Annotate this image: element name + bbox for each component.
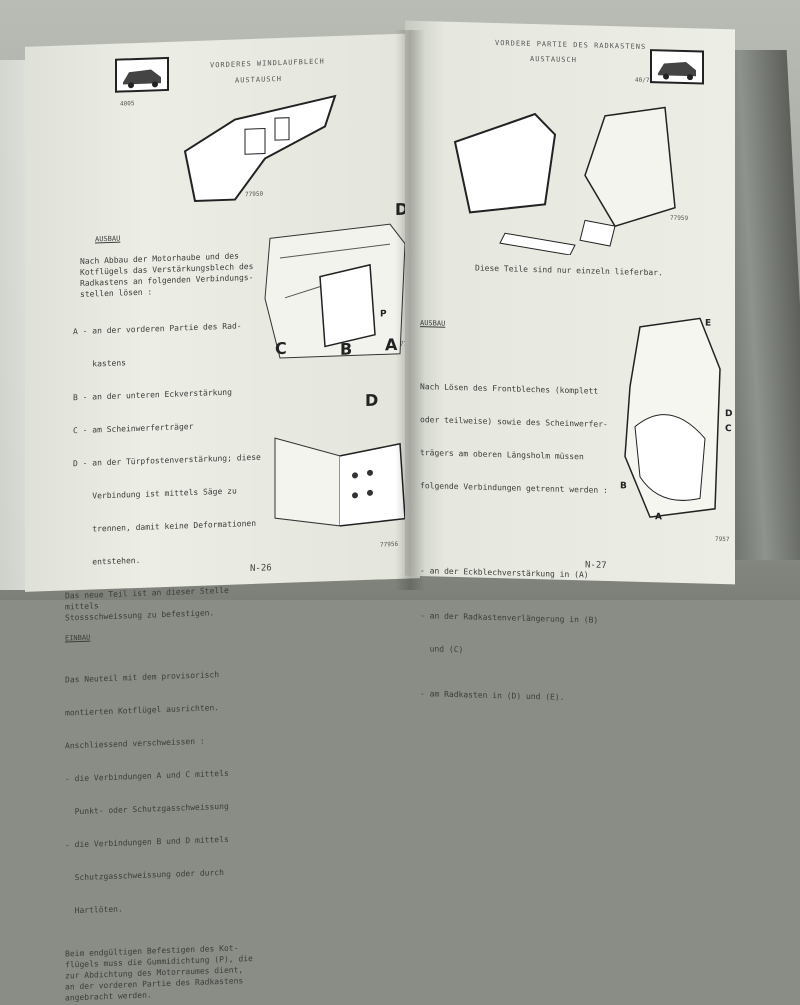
list-item: trennen, damit keine Deformationen	[73, 518, 257, 535]
figure-number: 77959	[670, 214, 689, 223]
text-line: Nach Lösen des Frontbleches (komplett	[420, 382, 599, 396]
section-heading: EINBAU	[65, 633, 91, 643]
list-item: A - an der vorderen Partie des Rad-	[73, 321, 242, 337]
right-page: VORDERE PARTIE DES RADKASTENS AUSTAUSCH …	[405, 20, 735, 702]
callout-p: P	[380, 309, 387, 320]
header-title: VORDERE PARTIE DES RADKASTENS	[495, 39, 647, 51]
callout-d: D	[725, 409, 733, 420]
text-line: trägers am oberen Längsholm müssen	[420, 448, 584, 462]
text-line: - die Verbindungen A und C mittels	[65, 768, 229, 784]
removal-intro: Nach Abbau der Motorhaube und des Kotflü…	[80, 250, 265, 300]
removal-list: - an der Eckblechverstärkung in (A) - an…	[420, 543, 605, 726]
list-item: entstehen.	[73, 555, 141, 568]
car-icon	[115, 56, 169, 93]
book-spine-shadow	[395, 30, 425, 590]
text-line: Anschliessend verschweissen :	[65, 736, 205, 751]
list-item: - an der Radkastenverlängerung in (B)	[420, 611, 599, 625]
wheelhouse-parts-drawing	[453, 106, 676, 256]
text-line: oder teilweise) sowie des Scheinwerfer-	[420, 415, 608, 429]
removal-section: AUSBAU Nach Abbau der Motorhaube und des…	[65, 229, 265, 1004]
callout-b: B	[620, 481, 627, 492]
list-item: - am Radkasten in (D) und (E).	[420, 689, 565, 702]
left-page: 4005 VORDERES WINDLAUFBLECH AUSTAUSCH 77…	[25, 33, 420, 1003]
text-line: montierten Kotflügel ausrichten.	[65, 703, 220, 718]
removal-list: A - an der vorderen Partie des Rad- kast…	[73, 298, 265, 591]
parts-note: Diese Teile sind nur einzeln lieferbar.	[475, 263, 663, 278]
callout-e: E	[705, 318, 712, 329]
text-line: folgende Verbindungen getrennt werden :	[420, 481, 608, 495]
welding-detail-drawing	[274, 437, 406, 527]
removal-section: AUSBAU Nach Lösen des Frontbleches (komp…	[420, 296, 608, 748]
fender-panel-drawing	[183, 94, 337, 202]
car-icon	[650, 49, 704, 85]
list-item: B - an der unteren Eckverstärkung	[73, 387, 232, 403]
engine-bay-drawing	[264, 223, 406, 359]
list-item: D - an der Türpfostenverstärkung; diese	[73, 452, 261, 469]
list-item: C - am Scheinwerferträger	[73, 422, 194, 436]
list-item: - an der Eckblechverstärkung in (A)	[420, 566, 589, 580]
callout-a: A	[655, 512, 662, 523]
header-subtitle: AUSTAUSCH	[530, 54, 577, 65]
callout-b: B	[340, 339, 353, 359]
callout-c: C	[725, 424, 732, 435]
text-line: Punkt- oder Schutzgasschweissung	[65, 801, 229, 817]
header-subtitle: AUSTAUSCH	[235, 74, 282, 85]
install-text: Das Neuteil mit dem provisorisch montier…	[65, 646, 265, 939]
page-number: N-26	[250, 563, 272, 575]
figure-number: 77950	[245, 190, 264, 199]
list-item: und (C)	[420, 644, 464, 655]
wheel-arch-drawing	[624, 317, 721, 518]
callout-d: D	[365, 390, 379, 411]
callout-c: C	[275, 338, 287, 359]
text-line: Das Neuteil mit dem provisorisch	[65, 670, 220, 685]
list-item: kastens	[73, 358, 126, 370]
figure-number: 7957	[715, 535, 730, 544]
text-line: - die Verbindungen B und D mittels	[65, 834, 229, 850]
section-heading: AUSBAU	[420, 319, 446, 328]
text-line: Hartlöten.	[65, 904, 123, 916]
header-title: VORDERES WINDLAUFBLECH	[210, 57, 325, 70]
list-item: Verbindung ist mittels Säge zu	[73, 486, 237, 502]
section-heading: AUSBAU	[95, 234, 121, 244]
page-number: N-27	[585, 560, 607, 571]
ref-code: 4005	[120, 100, 135, 108]
text-line: Schutzgasschweissung oder durch	[65, 867, 224, 883]
final-text: Beim endgültigen Befestigen des Kot- flü…	[65, 942, 265, 1004]
